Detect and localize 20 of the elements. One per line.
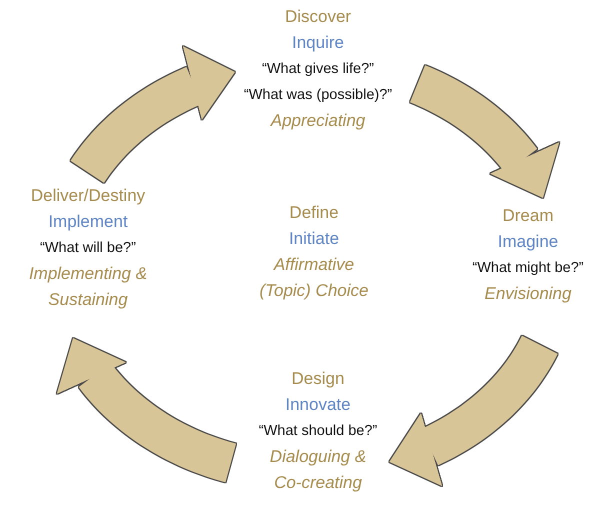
phase-title: Discover (284, 6, 352, 28)
phase-action: Innovate (284, 394, 352, 416)
phase-action: Implement (47, 211, 129, 233)
phase-title: Dream (501, 205, 554, 227)
guiding-question: “What gives life?” (260, 60, 375, 79)
guiding-question: “What might be?” (471, 259, 585, 278)
phase-mode: Affirmative (Topic) Choice (258, 254, 370, 302)
guiding-question: “What will be?” (39, 239, 137, 258)
phase-mode: Envisioning (484, 283, 572, 305)
phase-mode: Appreciating (269, 110, 366, 132)
phase-action: Initiate (288, 228, 340, 250)
guiding-question: “What should be?” (258, 422, 378, 441)
guiding-question: “What was (possible)?” (242, 86, 394, 105)
phase-action: Inquire (291, 32, 345, 54)
phase-title: Design (290, 368, 346, 390)
phase-title: Deliver/Destiny (30, 185, 146, 207)
phase-mode: Dialoguing & Co-creating (268, 446, 368, 494)
phase-action: Imagine (496, 231, 560, 253)
phase-mode: Implementing & Sustaining (28, 263, 148, 311)
phase-title: Define (288, 202, 340, 224)
